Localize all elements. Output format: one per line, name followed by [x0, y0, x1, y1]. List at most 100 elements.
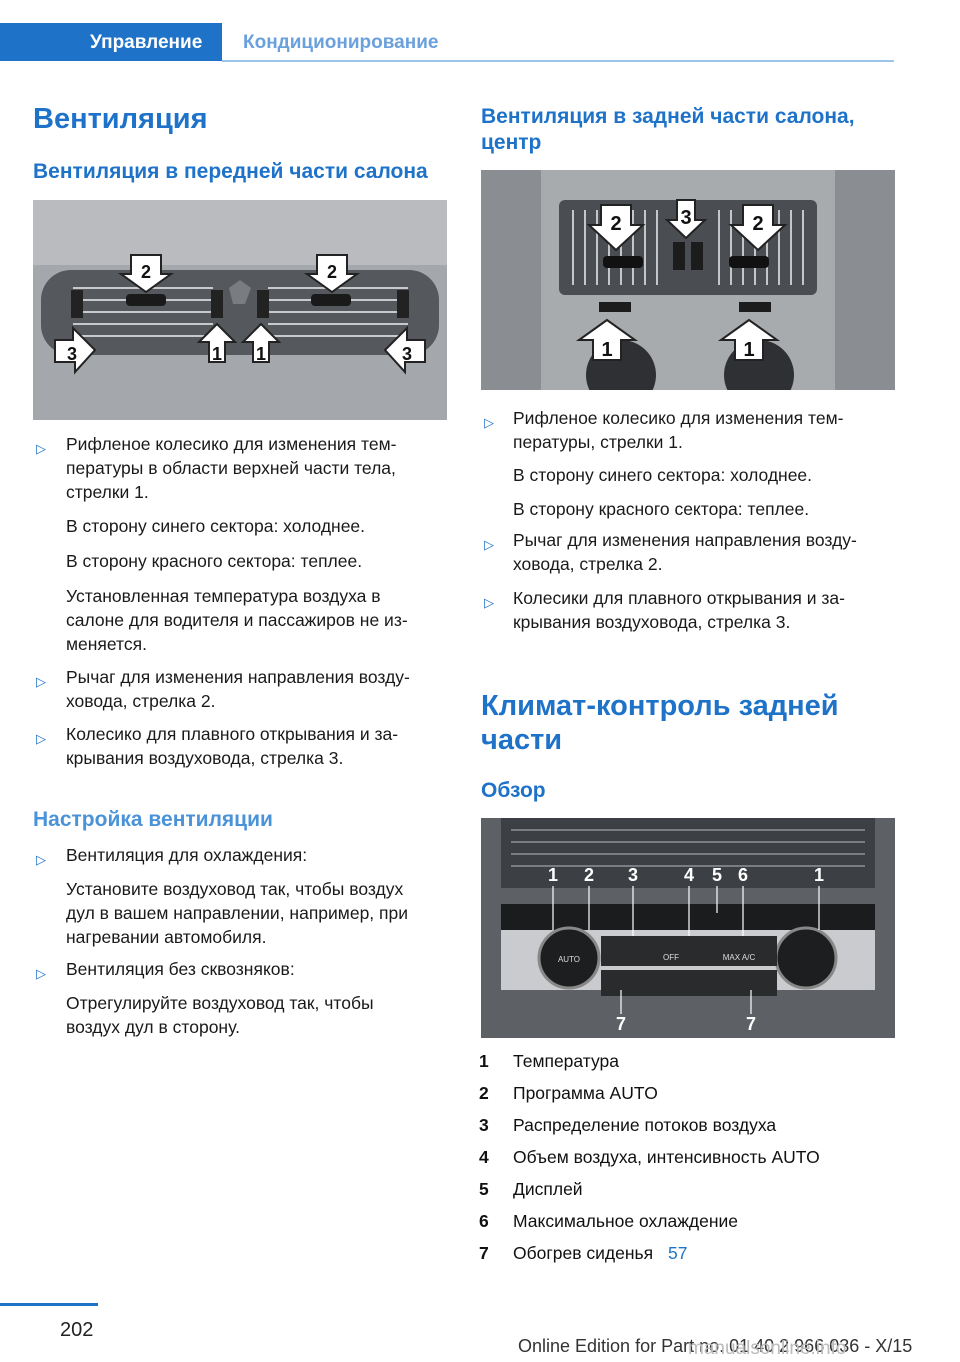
header-divider — [222, 60, 894, 62]
bullet-icon: ▷ — [484, 537, 494, 552]
text-line: Рифленое колесико для изменения тем- — [513, 408, 844, 428]
text-line: Колесико для плавного открывания и за- — [66, 724, 399, 744]
list-subitem: В сторону красного сектора: теплее. — [66, 551, 363, 571]
tab-controls-label: Управление — [90, 32, 203, 53]
legend-text: Температура — [513, 1051, 619, 1071]
list-item: Рычаг для изменения направления возду- х… — [66, 665, 410, 713]
panel-label: 2 — [584, 865, 594, 885]
list-subitem: Установите воздуховод так, чтобы воздух … — [66, 877, 408, 949]
text-line: Рифленое колесико для изменения тем- — [66, 434, 397, 454]
legend-number: 5 — [479, 1179, 489, 1199]
bullet-icon: ▷ — [36, 852, 46, 867]
panel-label: 7 — [746, 1014, 756, 1034]
legend-text: Максимальное охлаждение — [513, 1211, 739, 1231]
rear-vents-photo: 2 3 2 1 1 — [481, 170, 895, 390]
text-line: крывания воздуховода, стрелка 3. — [66, 748, 344, 768]
text-line: ховода, стрелка 2. — [66, 691, 216, 711]
list-item: Рычаг для изменения направления возду- х… — [513, 528, 857, 576]
page-number: 202 — [60, 1319, 94, 1341]
footer-divider — [0, 1303, 98, 1306]
panel-label: 3 — [628, 865, 638, 885]
off-button-label: OFF — [663, 953, 679, 962]
legend-text: Обогрев сиденья 57 — [513, 1243, 687, 1264]
text-line: Рычаг для изменения направления возду- — [66, 667, 410, 687]
list-item: Колесико для плавного открывания и за- к… — [66, 722, 398, 770]
text-line: меняется. — [66, 634, 147, 654]
text-line: пературы, стрелки 1. — [513, 432, 683, 452]
bullet-icon: ▷ — [484, 595, 494, 610]
front-fig-label: 1 — [256, 344, 266, 364]
legend-text: Распределение потоков воздуха — [513, 1115, 777, 1135]
legend-text: Дисплей — [513, 1179, 583, 1199]
section-title-rear-climate: Климат-контроль задней части — [481, 689, 839, 757]
text-line: стрелки 1. — [66, 482, 149, 502]
list-item: Рифленое колесико для изменения тем- пер… — [66, 432, 396, 504]
panel-label: 5 — [712, 865, 722, 885]
page-link[interactable]: 57 — [667, 1243, 688, 1263]
subsection-title-overview: Обзор — [481, 779, 546, 802]
front-vents-photo: 2 2 3 1 1 3 — [33, 200, 447, 420]
text-line: Вентиляция в задней части салона, — [481, 105, 855, 128]
watermark: manualsonline.info — [688, 1338, 847, 1359]
edition-info: Online Edition for Part no. 01 40 2 966 … — [518, 1336, 913, 1356]
text-line: воздух дул в сторону. — [66, 1017, 240, 1037]
front-fig-label: 3 — [402, 344, 412, 364]
front-fig-label: 2 — [141, 262, 151, 282]
text-line: ховода, стрелка 2. — [513, 554, 663, 574]
section-title-ventilation: Вентиляция — [33, 103, 208, 135]
subsection-title-settings: Настройка вентиляции — [33, 808, 273, 831]
front-fig-label: 3 — [67, 344, 77, 364]
legend-number: 3 — [479, 1115, 489, 1135]
panel-label: 4 — [684, 865, 694, 885]
max-ac-button-label: MAX A/C — [723, 953, 756, 962]
bullet-icon: ▷ — [36, 441, 46, 456]
list-item: Вентиляция без сквозняков: — [66, 959, 295, 979]
list-subitem: Отрегулируйте воздуховод так, чтобы возд… — [66, 991, 374, 1039]
rear-fig-label: 2 — [752, 213, 763, 235]
panel-label: 1 — [548, 865, 558, 885]
legend-text: Программа AUTO — [513, 1083, 658, 1103]
list-subitem: В сторону синего сектора: холоднее. — [66, 516, 366, 536]
text-line: нагревании автомобиля. — [66, 927, 267, 947]
text-line: Рычаг для изменения направления возду- — [513, 530, 857, 550]
legend-number: 4 — [479, 1147, 489, 1167]
bullet-icon: ▷ — [36, 966, 46, 981]
list-subitem: В сторону красного сектора: теплее. — [513, 499, 810, 519]
text-line: части — [481, 724, 563, 756]
text-line: крывания воздуховода, стрелка 3. — [513, 612, 791, 632]
panel-label: 7 — [616, 1014, 626, 1034]
rear-fig-label: 1 — [601, 339, 612, 361]
bullet-icon: ▷ — [36, 674, 46, 689]
auto-button-label: AUTO — [558, 955, 580, 964]
rear-climate-panel-illustration: AUTO OFF MAX A/C 1 2 3 4 5 6 1 7 7 — [481, 818, 895, 1038]
legend-text: Объем воздуха, интенсивность AUTO — [513, 1147, 820, 1167]
text-line: Колесики для плавного открывания и за- — [513, 588, 845, 608]
text-line: Установите воздуховод так, чтобы воздух — [66, 879, 404, 899]
list-item: Вентиляция для охлаждения: — [66, 845, 308, 865]
tab-controls[interactable]: Управление — [0, 23, 222, 61]
legend-number: 2 — [479, 1083, 489, 1103]
rear-fig-label: 1 — [743, 339, 754, 361]
text-line: салоне для водителя и пассажиров не из- — [66, 610, 408, 630]
panel-label: 1 — [814, 865, 824, 885]
list-subitem: Установленная температура воздуха в сало… — [66, 584, 408, 656]
legend-number: 7 — [479, 1243, 489, 1263]
subsection-title-front: Вентиляция в передней части салона — [33, 160, 428, 183]
panel-label: 6 — [738, 865, 748, 885]
rear-fig-label: 3 — [680, 207, 691, 229]
legend-number: 6 — [479, 1211, 489, 1231]
front-vents-illustration: 2 2 3 1 1 3 — [33, 200, 447, 420]
subsection-title-rear-center: Вентиляция в задней части салона, центр — [481, 104, 855, 156]
list-subitem: В сторону синего сектора: холоднее. — [513, 465, 813, 485]
bullet-icon: ▷ — [36, 731, 46, 746]
text-line: пературы в области верхней части тела, — [66, 458, 396, 478]
text-line: центр — [481, 131, 542, 154]
bullet-icon: ▷ — [484, 415, 494, 430]
rear-climate-panel-photo: AUTO OFF MAX A/C 1 2 3 4 5 6 1 7 7 — [481, 818, 895, 1038]
rear-vents-illustration: 2 3 2 1 1 — [481, 170, 895, 390]
list-item: Колесики для плавного открывания и за- к… — [513, 586, 845, 634]
tab-air-conditioning[interactable]: Кондиционирование — [243, 32, 439, 53]
text-line: Климат-контроль задней — [481, 690, 839, 722]
text-line: дул в вашем направлении, например, при — [66, 903, 409, 923]
rear-fig-label: 2 — [610, 213, 621, 235]
